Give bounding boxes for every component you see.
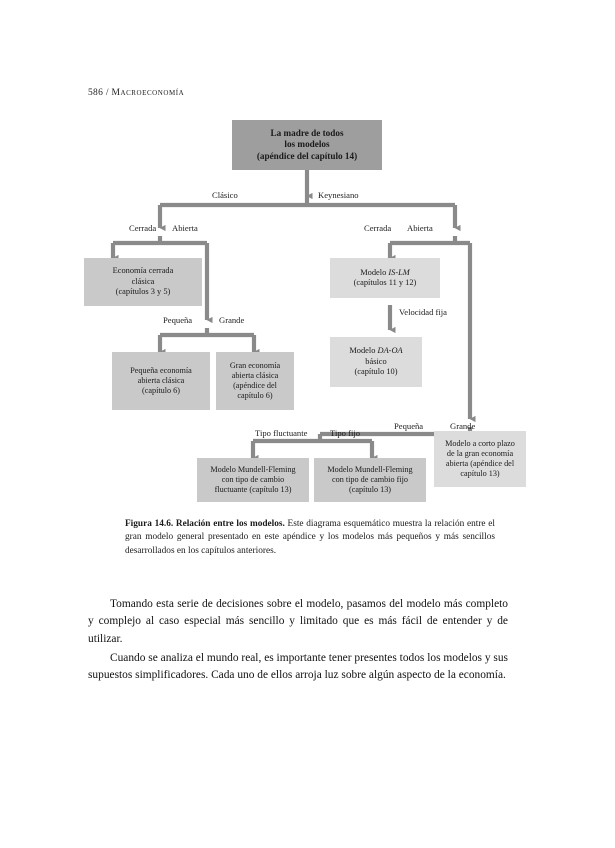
- node-small-open-classical-line1: Pequeña economía: [130, 365, 192, 375]
- branch-label-open-right: Abierta: [407, 223, 433, 233]
- node-large-open-short-line3: abierta (apéndice del: [445, 459, 515, 468]
- branch-label-closed-left: Cerrada: [129, 223, 157, 233]
- node-closed-classical-line2: clásica: [131, 276, 155, 286]
- node-closed-classical-line1: Economía cerrada: [112, 266, 174, 276]
- branch-label-open-left: Abierta: [172, 223, 198, 233]
- running-head-separator: /: [105, 88, 109, 98]
- node-large-open-classical-line4: capítulo 6): [237, 391, 273, 401]
- node-adas-model-name: DA-OA: [377, 346, 403, 356]
- node-small-open-classical-economy: Pequeña economía abierta clásica (capítu…: [112, 352, 210, 410]
- node-large-open-classical-economy: Gran economía abierta clásica (apéndice …: [216, 352, 294, 410]
- figure-caption: Figura 14.6. Relación entre los modelos.…: [125, 518, 495, 558]
- node-large-open-short-run: Modelo a corto plazo de la gran economía…: [434, 431, 526, 487]
- node-mf-float-line1: Modelo Mundell-Fleming: [210, 464, 296, 474]
- node-adas-line3: (capítulo 10): [354, 367, 398, 377]
- node-mf-float-line2: con tipo de cambio: [221, 474, 285, 484]
- page-number: 586: [88, 88, 104, 98]
- node-islm-model: Modelo IS-LM (capítulos 11 y 12): [330, 258, 440, 298]
- node-adas-line1-prefix: Modelo: [349, 346, 378, 356]
- node-root-line2: los modelos: [284, 139, 330, 150]
- node-islm-model-name: IS-LM: [388, 267, 410, 277]
- node-large-open-short-line2: de la gran economía: [446, 448, 514, 458]
- node-root-line3: (apéndice del capítulo 14): [256, 150, 358, 161]
- branch-label-large-right: Grande: [450, 421, 476, 431]
- node-mf-fixed-line3: (capítulo 13): [348, 485, 392, 495]
- body-text: Tomando esta serie de decisiones sobre e…: [88, 596, 508, 687]
- branch-label-keynesian: Keynesiano: [318, 190, 359, 200]
- node-small-open-classical-line2: abierta clásica: [137, 375, 185, 385]
- branch-label-floating-rate: Tipo fluctuante: [255, 428, 308, 438]
- branch-label-large-left: Grande: [219, 315, 245, 325]
- figure-14-6: La madre de todos los modelos (apéndice …: [84, 120, 526, 502]
- node-mundell-fleming-fixed: Modelo Mundell-Fleming con tipo de cambi…: [314, 458, 426, 502]
- branch-label-closed-right: Cerrada: [364, 223, 392, 233]
- node-mf-fixed-line1: Modelo Mundell-Fleming: [327, 464, 413, 474]
- node-islm-line2: (capítulos 11 y 12): [353, 278, 417, 287]
- branch-label-small-left: Pequeña: [163, 315, 193, 325]
- node-large-open-classical-line1: Gran economía: [229, 360, 281, 370]
- node-adas-model: Modelo DA-OA básico (capítulo 10): [330, 337, 422, 387]
- node-mf-fixed-line2: con tipo de cambio fijo: [332, 474, 408, 484]
- node-closed-classical-line3: (capítulos 3 y 5): [115, 287, 171, 297]
- branch-label-classical: Clásico: [212, 190, 238, 200]
- branch-label-small-right: Pequeña: [394, 421, 424, 431]
- node-large-open-classical-line3: (apéndice del: [233, 381, 277, 390]
- node-closed-classical-economy: Economía cerrada clásica (capítulos 3 y …: [84, 258, 202, 306]
- figure-caption-text: Este diagrama esquemático muestra la rel…: [125, 519, 495, 556]
- node-large-open-short-line1: Modelo a corto plazo: [445, 438, 515, 448]
- branch-label-fixed-rate: Tipo fijo: [330, 428, 361, 438]
- node-small-open-classical-line3: (capítulo 6): [142, 386, 180, 396]
- node-root-model: La madre de todos los modelos (apéndice …: [232, 120, 382, 170]
- node-adas-line2: básico: [365, 356, 387, 366]
- running-head-title: Macroeconomía: [111, 88, 185, 98]
- body-paragraph-1: Tomando esta serie de decisiones sobre e…: [88, 598, 508, 645]
- node-root-line1: La madre de todos: [270, 127, 344, 138]
- node-islm-line1-prefix: Modelo: [360, 267, 389, 277]
- node-large-open-classical-line2: abierta clásica: [231, 370, 279, 380]
- node-large-open-short-line4: capítulo 13): [460, 469, 500, 479]
- node-mf-float-line3: fluctuante (capítulo 13): [214, 485, 292, 495]
- running-head: 586 / Macroeconomía: [88, 88, 184, 98]
- node-mundell-fleming-floating: Modelo Mundell-Fleming con tipo de cambi…: [197, 458, 309, 502]
- body-paragraph-2: Cuando se analiza el mundo real, es impo…: [88, 651, 508, 682]
- figure-caption-label: Figura 14.6. Relación entre los modelos.: [125, 519, 285, 529]
- branch-label-fixed-velocity: Velocidad fija: [399, 307, 447, 317]
